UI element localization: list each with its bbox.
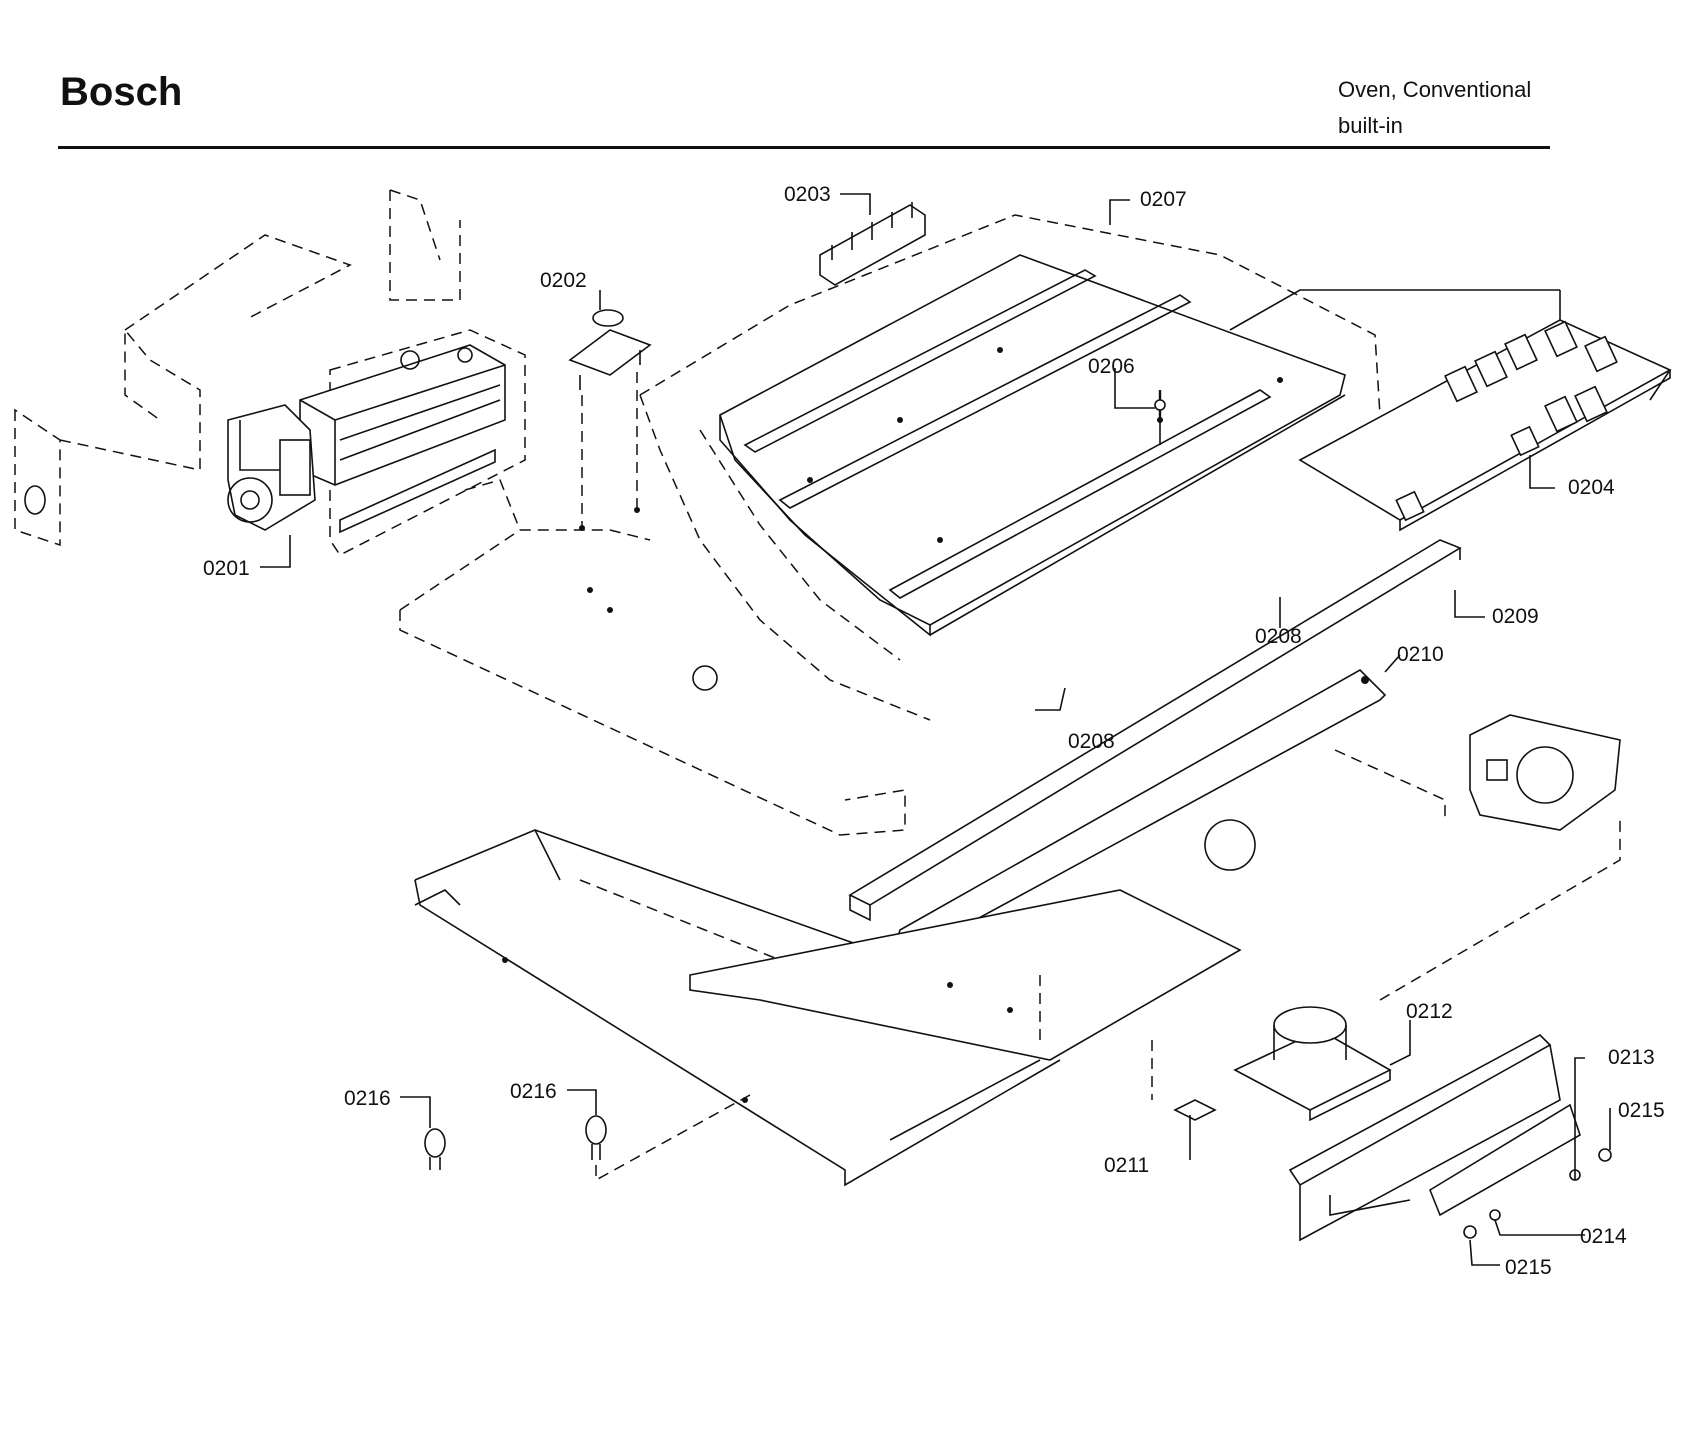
rotisserie-motor [1233, 1006, 1392, 1122]
part-label-0201: 0201 [203, 557, 250, 580]
center-mounting-plate [689, 819, 1256, 1061]
top-cover-plate [719, 254, 1346, 637]
part-label-0215-upper: 0215 [1618, 1099, 1665, 1122]
base-panel-outline [639, 214, 1381, 721]
part-label-0212: 0212 [1406, 1000, 1453, 1023]
product-description: Oven, Conventional built-in [1338, 72, 1531, 144]
part-label-0207: 0207 [1140, 188, 1187, 211]
product-subtype: built-in [1338, 113, 1403, 138]
screw-0215-upper [1598, 1148, 1612, 1162]
part-labels: 0201 0202 0203 0204 0206 0207 0208 0208 … [203, 183, 1665, 1279]
part-label-0216-left: 0216 [344, 1087, 391, 1110]
header-divider [58, 146, 1550, 149]
bottom-plate-outline [399, 479, 906, 836]
brand-title: Bosch [60, 70, 183, 114]
part-label-0210: 0210 [1397, 643, 1444, 666]
part-label-0211: 0211 [1104, 1154, 1149, 1177]
part-label-0213: 0213 [1608, 1046, 1655, 1069]
part-label-0216-right: 0216 [510, 1080, 557, 1103]
part-label-0206: 0206 [1088, 355, 1135, 378]
terminal-connector-strip [819, 202, 926, 286]
leveling-foot-left [424, 1128, 446, 1170]
part-label-0202: 0202 [540, 269, 587, 292]
control-circuit-board [1229, 289, 1672, 532]
convection-motor-assembly [227, 329, 526, 556]
hinge-clip [1151, 1040, 1217, 1121]
part-label-0204: 0204 [1568, 476, 1615, 499]
leveling-foot-right [585, 1094, 751, 1182]
product-type: Oven, Conventional [1338, 77, 1532, 102]
leader-lines [260, 193, 1611, 1266]
side-wall-outline [14, 189, 461, 547]
part-label-0209: 0209 [1492, 605, 1539, 628]
trim-strip [1288, 1034, 1581, 1242]
screw-0215-lower [1463, 1225, 1477, 1239]
front-rail [848, 539, 1462, 922]
rear-bracket-outline [1334, 714, 1621, 1001]
part-label-0203: 0203 [784, 183, 831, 206]
part-label-0214: 0214 [1580, 1225, 1627, 1248]
part-label-0208-lower: 0208 [1068, 730, 1115, 753]
thermostat-switch [568, 309, 652, 531]
part-label-0208-upper: 0208 [1255, 625, 1302, 648]
part-label-0215-lower: 0215 [1505, 1256, 1552, 1279]
temperature-probe [1154, 390, 1166, 445]
